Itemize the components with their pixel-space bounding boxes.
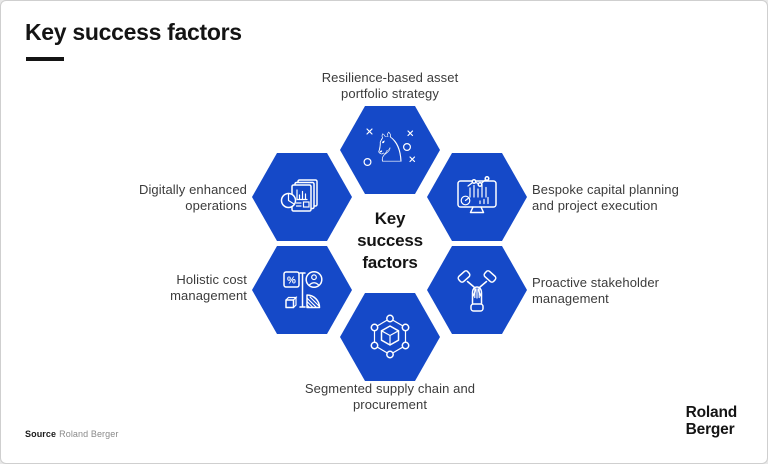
page-title: Key success factors	[25, 19, 242, 45]
roland-berger-logo: Roland Berger	[685, 404, 738, 438]
chess-knight-icon: ♘	[371, 123, 409, 172]
source-value: Roland Berger	[59, 429, 119, 439]
hexagon-digital-operations	[252, 153, 352, 241]
logo-line2: Berger	[685, 420, 735, 438]
label-stakeholder: Proactive stakeholder management	[532, 275, 660, 306]
title-underline	[26, 57, 64, 61]
diagram-center-label: Key success factors	[357, 209, 423, 273]
knight-sparkles-icon	[363, 128, 416, 166]
source-label: Source	[25, 429, 57, 439]
documents-analytics-icon	[280, 179, 318, 212]
label-digital-operations: Digitally enhanced operations	[138, 182, 247, 213]
monitor-analytics-icon	[457, 175, 497, 214]
hexagon-resilience: ♘	[340, 106, 440, 194]
logo-line1: Roland	[685, 404, 738, 421]
label-supply-chain: Segmented supply chain and procurement	[304, 381, 476, 412]
hexagon-stakeholder	[427, 246, 527, 334]
label-resilience: Resilience-based asset portfolio strateg…	[321, 70, 459, 101]
supply-network-icon	[370, 314, 410, 359]
label-cost-management: Holistic cost management	[170, 272, 247, 303]
cost-quadrants-icon: %	[283, 270, 323, 309]
hexagon-supply-chain	[340, 293, 440, 381]
label-capital-planning: Bespoke capital planning and project exe…	[532, 182, 679, 213]
hands-teamwork-icon	[457, 270, 497, 312]
hexagon-cost-management: %	[252, 246, 352, 334]
svg-text:%: %	[287, 276, 296, 287]
hexagon-capital-planning	[427, 153, 527, 241]
